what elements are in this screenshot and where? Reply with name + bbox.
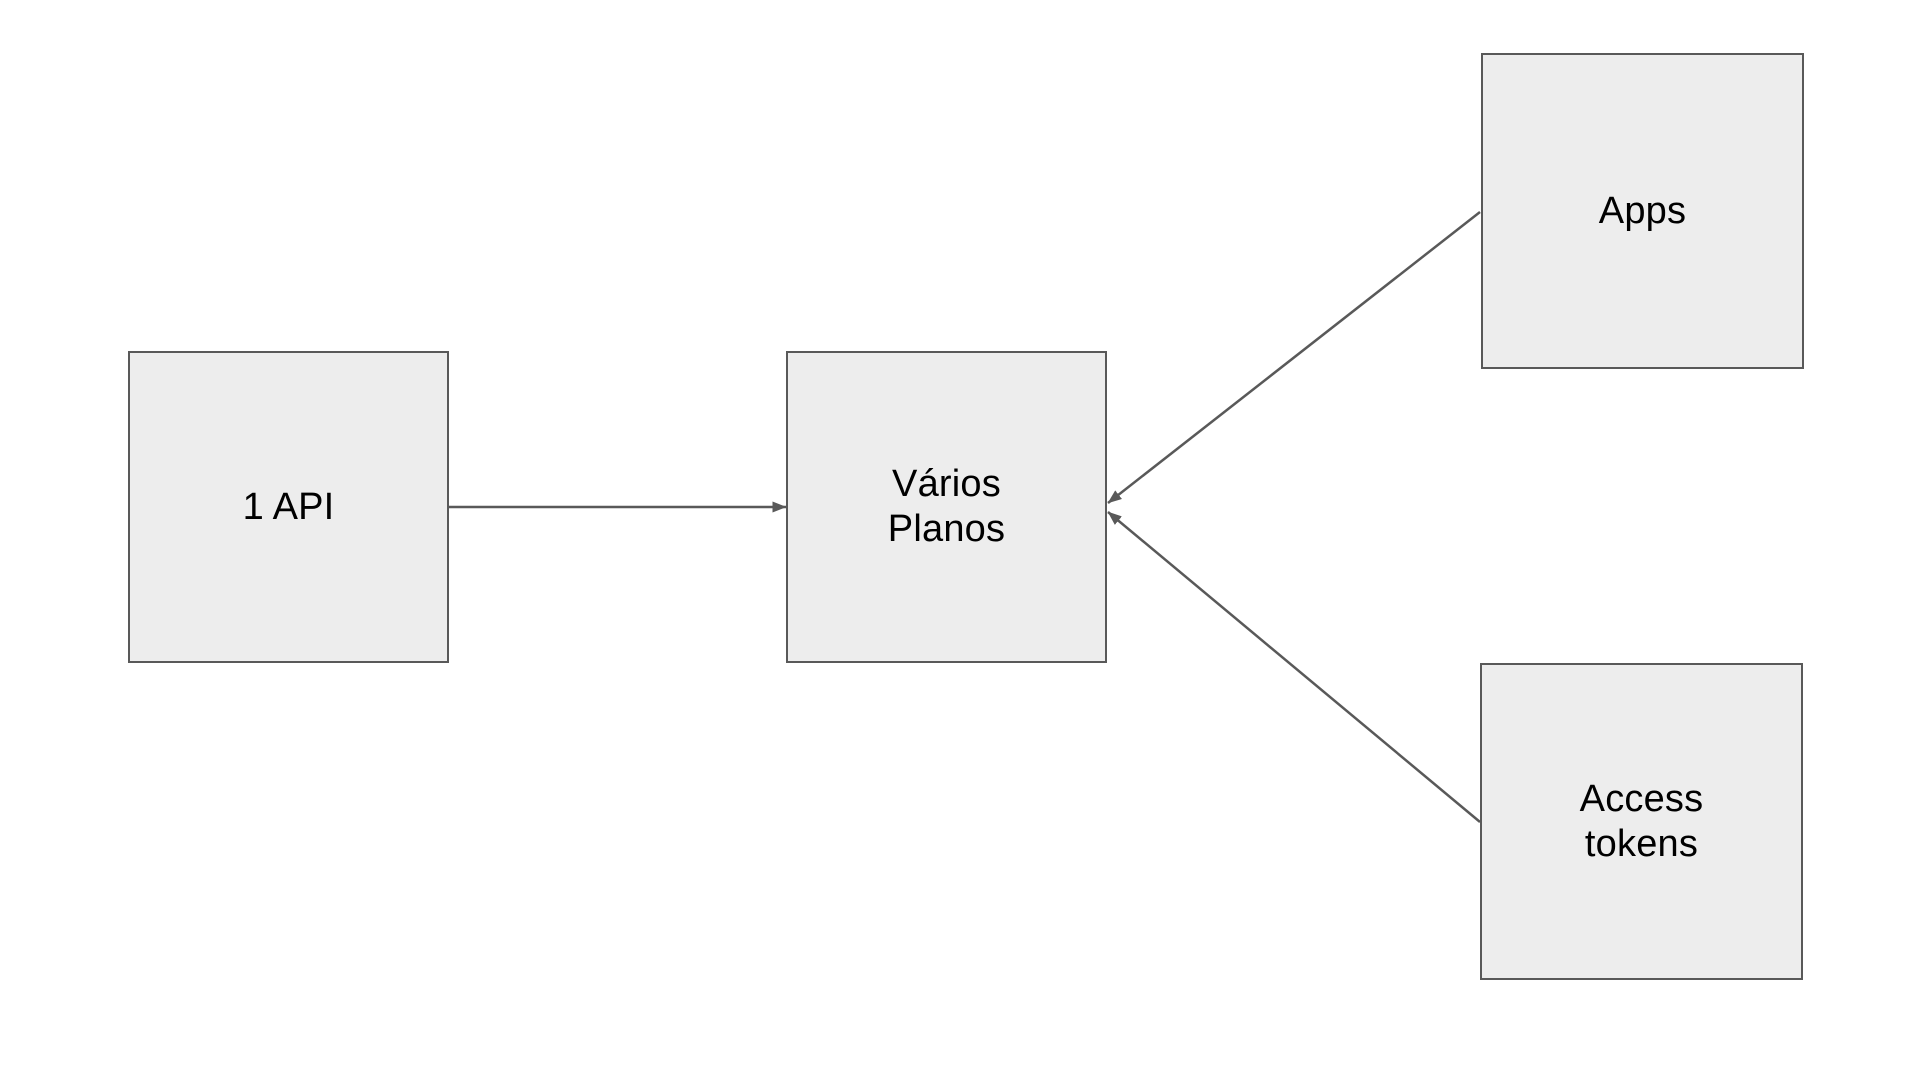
node-apps: Apps [1481,53,1804,369]
node-varios-planos: Vários Planos [786,351,1107,663]
connector-apps-to-planos [1107,211,1481,504]
node-varios-planos-label: Vários Planos [887,463,1006,550]
node-access-tokens-label: Access tokens [1579,777,1704,865]
connector-tokens-to-planos [1107,511,1481,823]
node-1-api-label: 1 API [242,485,335,528]
node-access-tokens: Access tokens [1480,663,1803,980]
node-1-api: 1 API [128,351,449,663]
node-apps-label: Apps [1598,189,1687,232]
